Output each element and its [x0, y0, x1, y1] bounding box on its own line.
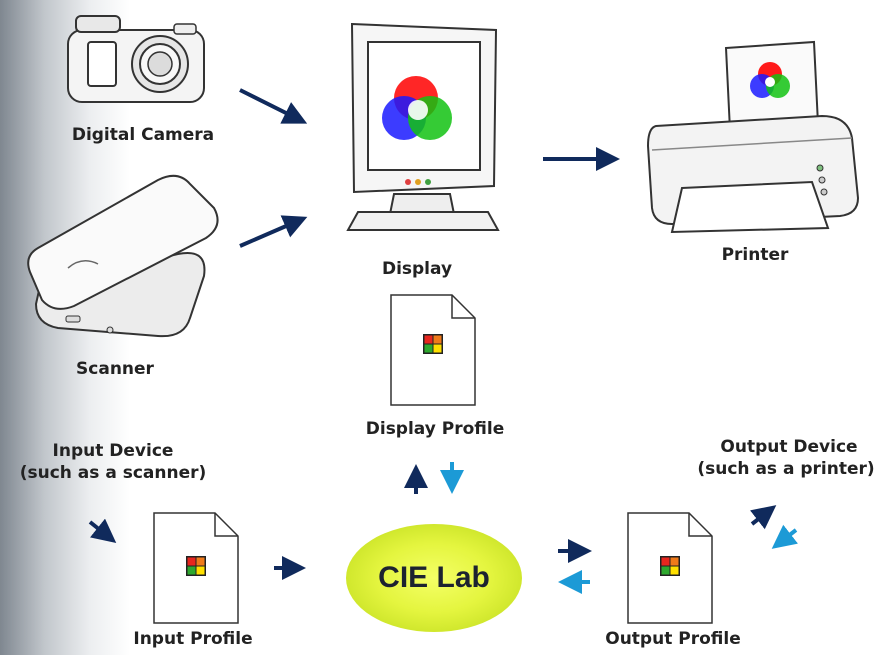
cie-lab-label: CIE Lab: [378, 561, 490, 594]
arrow-output-device-to-profile: [771, 524, 798, 549]
input-profile-label: Input Profile: [133, 629, 253, 649]
output-device-subtitle: (such as a printer): [697, 459, 875, 479]
display-profile-label: Display Profile: [365, 419, 505, 439]
output-device-title: Output Device: [720, 437, 858, 457]
display-profile-icon: [390, 294, 476, 406]
arrow-output-profile-to-device: [750, 505, 777, 530]
input-device-title: Input Device: [52, 441, 174, 461]
printer-icon: [646, 40, 860, 234]
output-profile-icon: [627, 512, 713, 624]
scanner-label: Scanner: [76, 359, 154, 379]
scanner-icon: [27, 174, 219, 338]
cie-lab-hub: CIE Lab: [346, 524, 522, 632]
arrow-scanner-to-display: [239, 215, 308, 248]
display-icon: [346, 22, 500, 231]
display-label: Display: [381, 259, 453, 279]
output-profile-label: Output Profile: [605, 629, 741, 649]
input-profile-icon: [153, 512, 239, 624]
arrow-input-device-to-profile: [88, 518, 117, 543]
arrow-camera-to-display: [239, 88, 308, 124]
camera-label: Digital Camera: [71, 125, 215, 145]
input-device-subtitle: (such as a scanner): [19, 463, 207, 483]
camera-icon: [67, 15, 205, 103]
printer-label: Printer: [721, 245, 789, 265]
